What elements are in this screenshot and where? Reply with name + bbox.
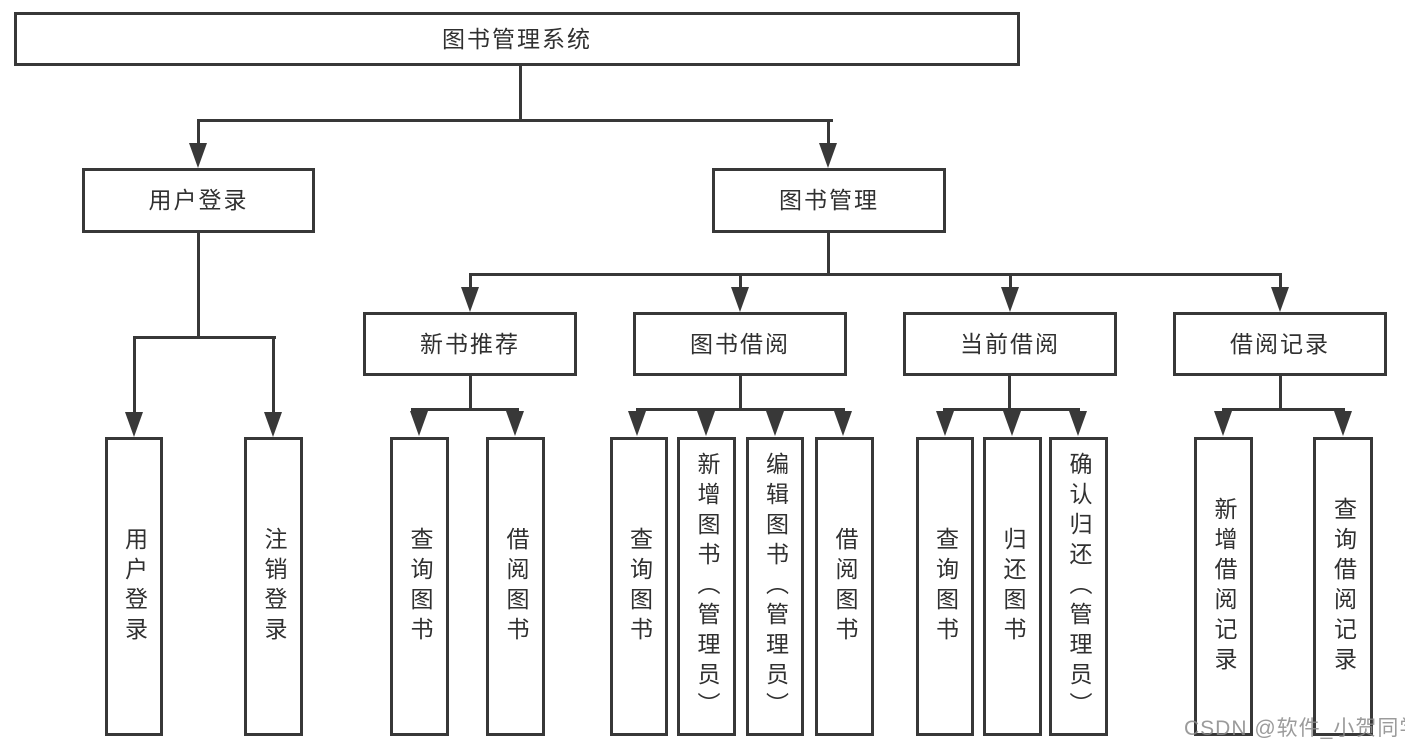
connector-root-stub-right [827,119,830,146]
connector-root-vline [519,66,522,122]
connector-bookmgmt-stub-3 [1009,273,1012,288]
connector-borrowrecords-hline [1222,408,1345,411]
leaf-borrow-edit-books-admin: 编辑图书（管理员） [746,437,804,736]
leaf-current-return-books: 归还图书 [983,437,1042,736]
node-borrowing-records: 借阅记录 [1173,312,1387,376]
leaf-label: 用户登录 [121,526,148,647]
leaf-records-query-record: 查询借阅记录 [1313,437,1373,736]
leaf-newrec-query-books: 查询图书 [390,437,449,736]
connector-userlogin-stub-right [272,336,275,415]
arrow-to-cb-query [936,411,954,436]
connector-newbookrec-hline [411,408,519,411]
connector-borrowrecords-vline [1279,376,1282,411]
leaf-label: 查询借阅记录 [1330,496,1357,677]
leaf-newrec-borrow-books: 借阅图书 [486,437,545,736]
arrow-to-borrow-records [1271,287,1289,312]
connector-bookborrow-hline [636,408,845,411]
arrow-to-leaf-user-login [125,412,143,437]
arrow-to-bb-query [628,411,646,436]
leaf-records-add-record: 新增借阅记录 [1194,437,1253,736]
leaf-label: 编辑图书（管理员） [762,451,789,722]
connector-bookmgmt-stub-4 [1279,273,1282,288]
arrow-to-bb-add [697,411,715,436]
leaf-label: 新增借阅记录 [1211,496,1237,677]
connector-currentborrow-vline [1008,376,1011,411]
connector-bookmgmt-vline [827,233,830,276]
leaf-label: 归还图书 [1000,526,1026,647]
leaf-current-confirm-return-admin: 确认归还（管理员） [1049,437,1108,736]
connector-newbookrec-vline [469,376,472,411]
node-book-management: 图书管理 [712,168,946,233]
leaf-user-login: 用户登录 [105,437,163,736]
leaf-logout: 注销登录 [244,437,303,736]
arrow-to-br-add [1214,411,1232,436]
arrow-to-book-management [819,143,837,168]
leaf-borrow-add-books-admin: 新增图书（管理员） [677,437,736,736]
connector-userlogin-hline [133,336,276,339]
node-label: 借阅记录 [1230,330,1330,357]
arrow-to-bb-edit [766,411,784,436]
leaf-borrow-borrow-books: 借阅图书 [815,437,874,736]
arrow-to-leaf-logout [264,412,282,437]
node-label: 当前借阅 [960,330,1060,357]
leaf-label: 确认归还（管理员） [1066,451,1092,722]
node-label: 图书管理 [779,187,879,213]
connector-bookmgmt-stub-2 [739,273,742,288]
arrow-to-book-borrow [731,287,749,312]
arrow-to-cb-confirm [1069,411,1087,436]
connector-currentborrow-hline [943,408,1080,411]
connector-userlogin-stub-left [133,336,136,415]
leaf-label: 查询图书 [626,526,653,647]
leaf-label: 借阅图书 [832,526,858,647]
arrow-to-current-borrow [1001,287,1019,312]
connector-bookborrow-vline [739,376,742,411]
csdn-watermark: CSDN @软件_小贺同学 [1184,717,1405,740]
leaf-label: 借阅图书 [503,526,529,647]
arrow-to-nb-query [410,411,428,436]
node-current-borrowing: 当前借阅 [903,312,1117,376]
node-label: 新书推荐 [420,330,520,357]
connector-bookmgmt-stub-1 [469,273,472,288]
leaf-borrow-query-books: 查询图书 [610,437,668,736]
leaf-label: 注销登录 [261,526,287,647]
leaf-current-query-books: 查询图书 [916,437,974,736]
connector-root-hline [197,119,833,122]
arrow-to-br-query [1334,411,1352,436]
arrow-to-new-book-rec [461,287,479,312]
node-user-login: 用户登录 [82,168,315,233]
node-label: 图书管理系统 [442,25,592,52]
arrow-to-cb-return [1003,411,1021,436]
node-label: 图书借阅 [690,330,790,357]
arrow-to-nb-borrow [506,411,524,436]
connector-root-stub-left [197,119,200,146]
leaf-label: 新增图书（管理员） [694,451,720,722]
connector-bookmgmt-hline [469,273,1282,276]
node-new-book-recommendation: 新书推荐 [363,312,577,376]
leaf-label: 查询图书 [932,526,959,647]
connector-userlogin-vline [197,233,200,339]
node-book-borrowing: 图书借阅 [633,312,847,376]
arrow-to-user-login [189,143,207,168]
node-label: 用户登录 [148,187,249,213]
leaf-label: 查询图书 [407,526,433,647]
node-library-management-system: 图书管理系统 [14,12,1020,66]
arrow-to-bb-borrow [834,411,852,436]
